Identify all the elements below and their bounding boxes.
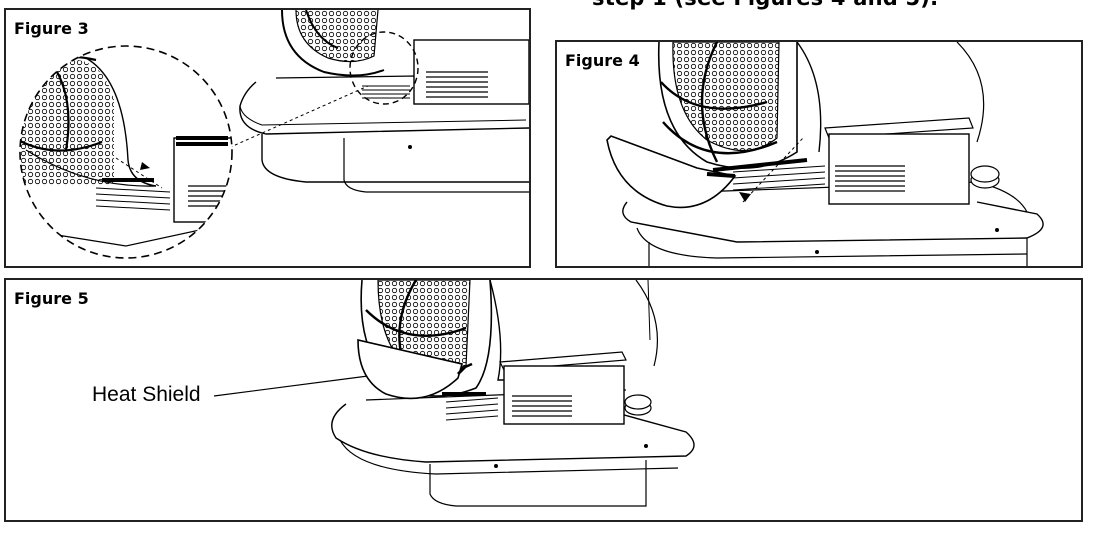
figure-4-panel: Figure 4 (555, 40, 1083, 268)
instruction-text: step 1 (see Figures 4 and 5). (592, 0, 938, 10)
figure-3-label: Figure 3 (14, 19, 89, 38)
figure-5-label: Figure 5 (14, 289, 89, 308)
figure-5-panel: Figure 5 Heat Shield (4, 278, 1083, 522)
figure-4-illustration (606, 42, 1044, 266)
figure-4-label: Figure 4 (565, 51, 640, 70)
figure-3-illustration (19, 10, 529, 259)
figure-5-illustration (213, 280, 695, 507)
heat-shield-callout: Heat Shield (92, 383, 201, 406)
figure-3-panel: Figure 3 (4, 8, 531, 268)
